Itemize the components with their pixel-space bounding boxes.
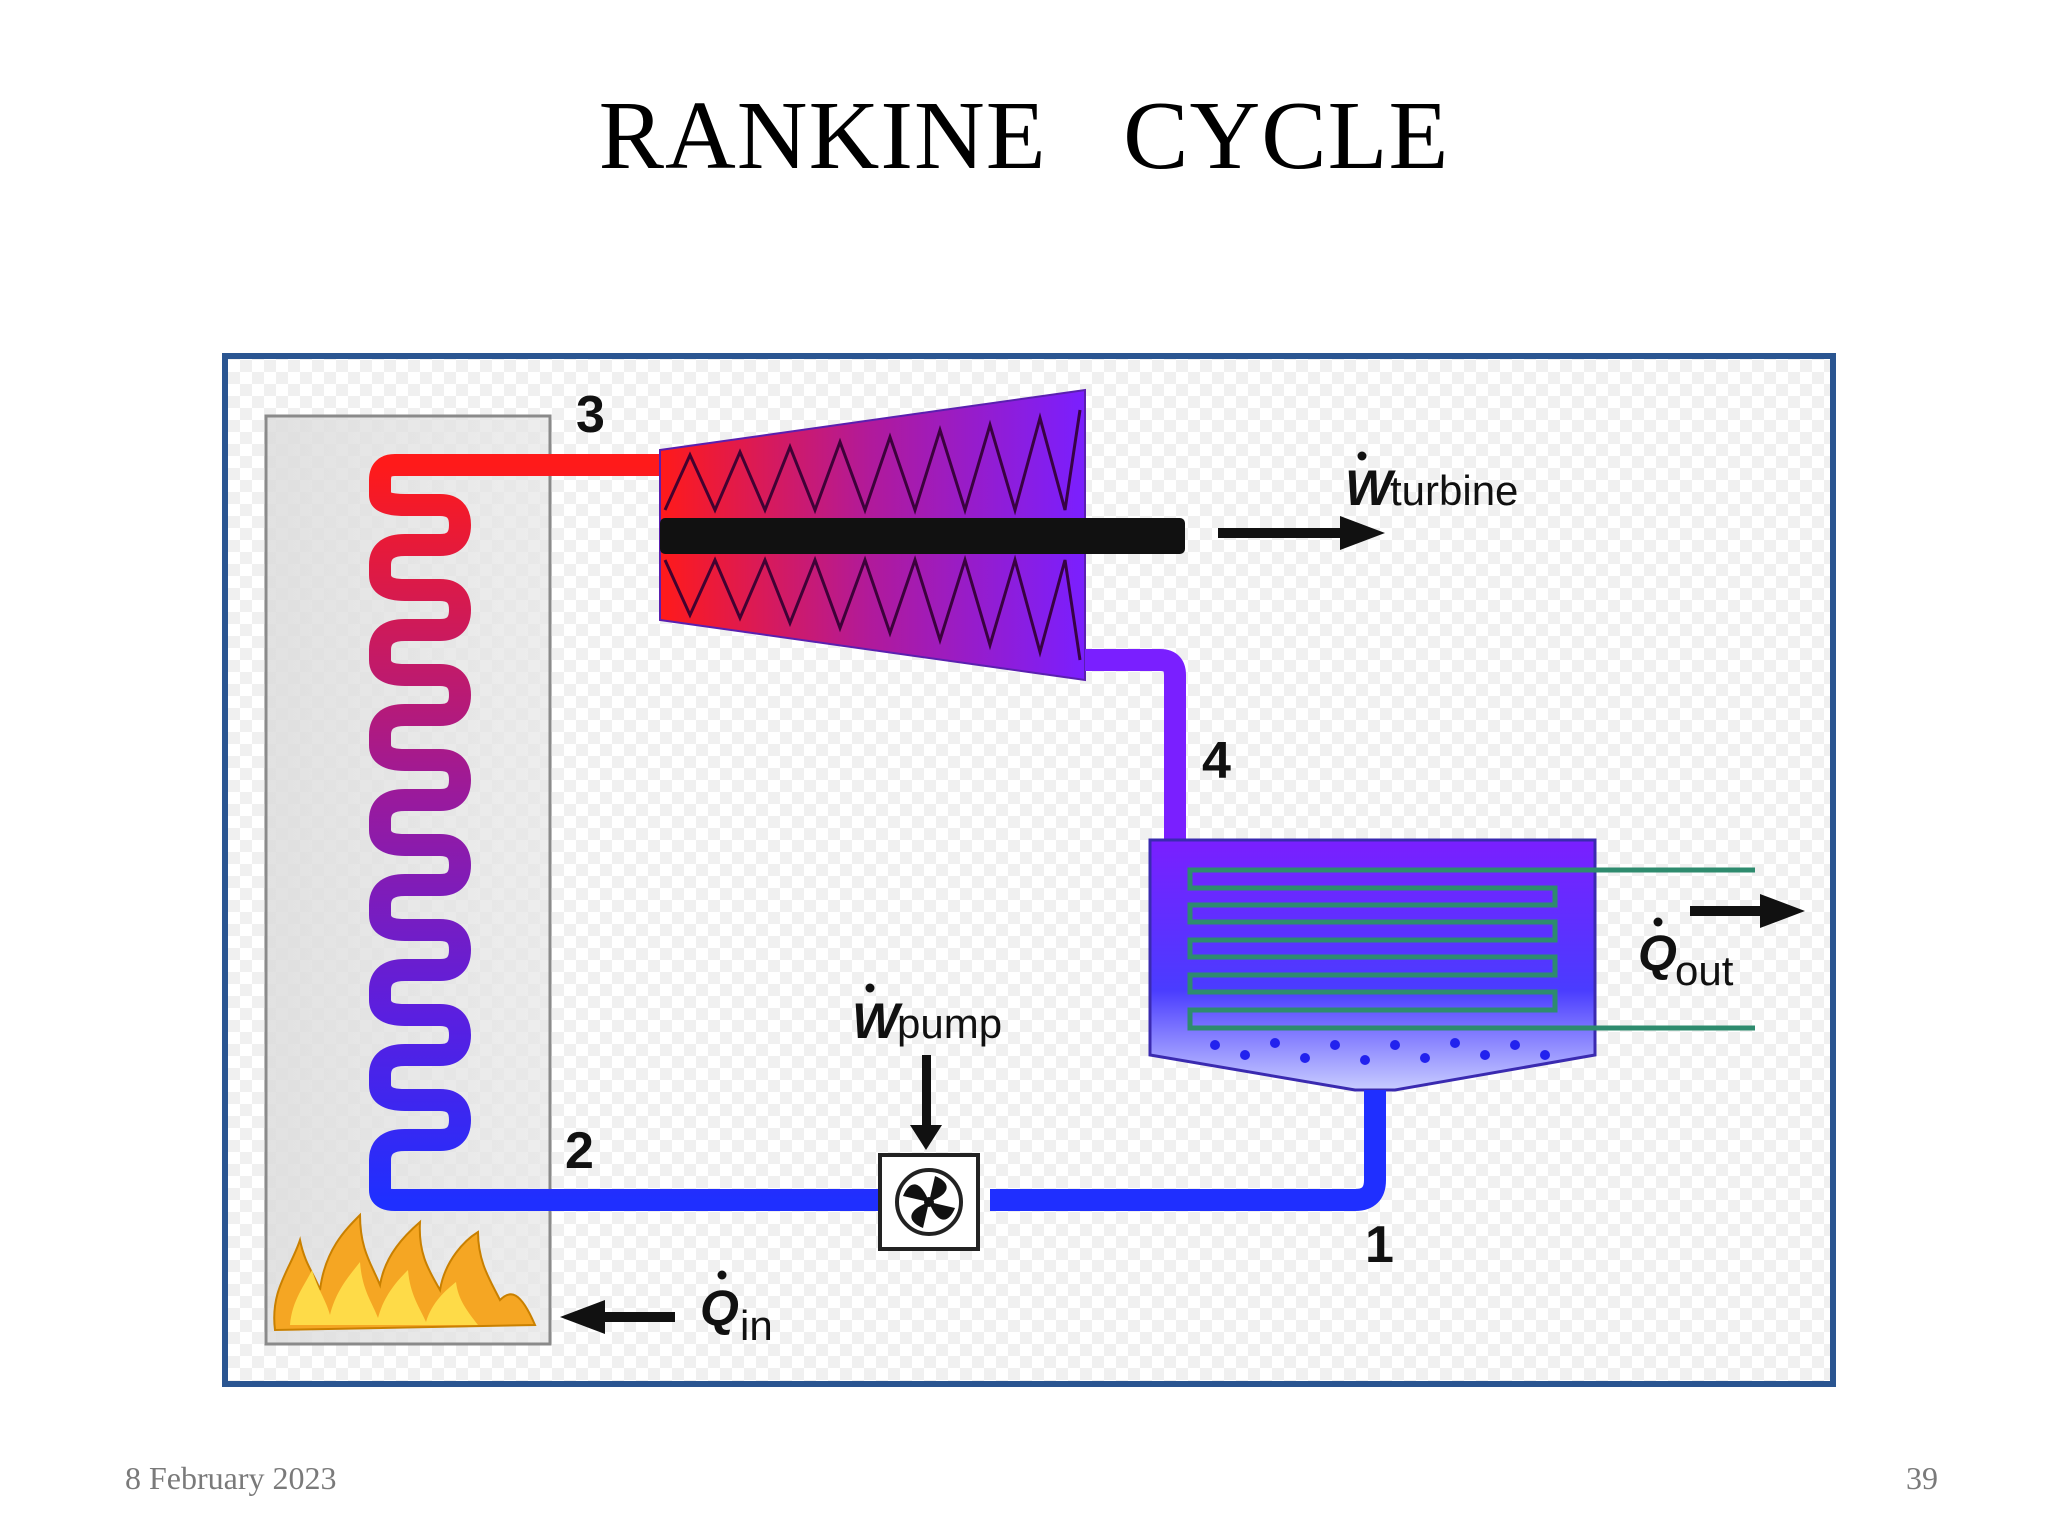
svg-text:Q: Q <box>700 1280 739 1336</box>
turbine-shaft <box>660 518 1185 554</box>
pump <box>878 1153 980 1251</box>
svg-text:Q: Q <box>1638 925 1677 981</box>
condenser <box>1148 838 1597 1092</box>
condensate-pipe <box>990 1090 1386 1211</box>
flame-icon <box>273 1212 537 1332</box>
svg-text:out: out <box>1675 947 1734 994</box>
svg-text:pump: pump <box>897 1000 1002 1047</box>
svg-text:W: W <box>1345 460 1396 516</box>
dot-accent <box>1653 917 1663 927</box>
dot-accent <box>865 983 875 993</box>
condensate-drops <box>1210 1038 1550 1065</box>
dot-accent <box>717 1270 727 1280</box>
svg-text:turbine: turbine <box>1390 467 1518 514</box>
heat-in-arrow <box>560 1300 675 1334</box>
svg-text:W: W <box>852 993 903 1049</box>
dot-accent <box>1357 451 1367 461</box>
slide-page-number: 39 <box>1906 1460 1938 1496</box>
turbine-blades <box>663 409 1082 661</box>
state-point-3: 3 <box>576 386 605 444</box>
turbine-work-arrow <box>1218 516 1385 550</box>
pump-work-arrow <box>910 1055 942 1150</box>
state-point-2: 2 <box>565 1122 594 1180</box>
turbine-exhaust-pipe <box>1085 649 1186 850</box>
slide-title: RANKINE CYCLE <box>598 82 1450 190</box>
w-pump-label: W pump <box>852 983 1002 1049</box>
w-turbine-label: W turbine <box>1345 451 1518 516</box>
q-out-label: Q out <box>1638 917 1734 994</box>
pump-impeller-icon <box>903 1176 955 1228</box>
condenser-coil <box>1187 867 1755 1031</box>
boiler-coil <box>369 454 891 1211</box>
state-point-1: 1 <box>1365 1216 1394 1274</box>
state-point-4: 4 <box>1202 732 1231 790</box>
svg-text:in: in <box>740 1302 773 1349</box>
q-in-label: Q in <box>700 1270 773 1349</box>
heat-out-arrow <box>1690 894 1805 928</box>
slide-date: 8 February 2023 <box>125 1460 337 1496</box>
